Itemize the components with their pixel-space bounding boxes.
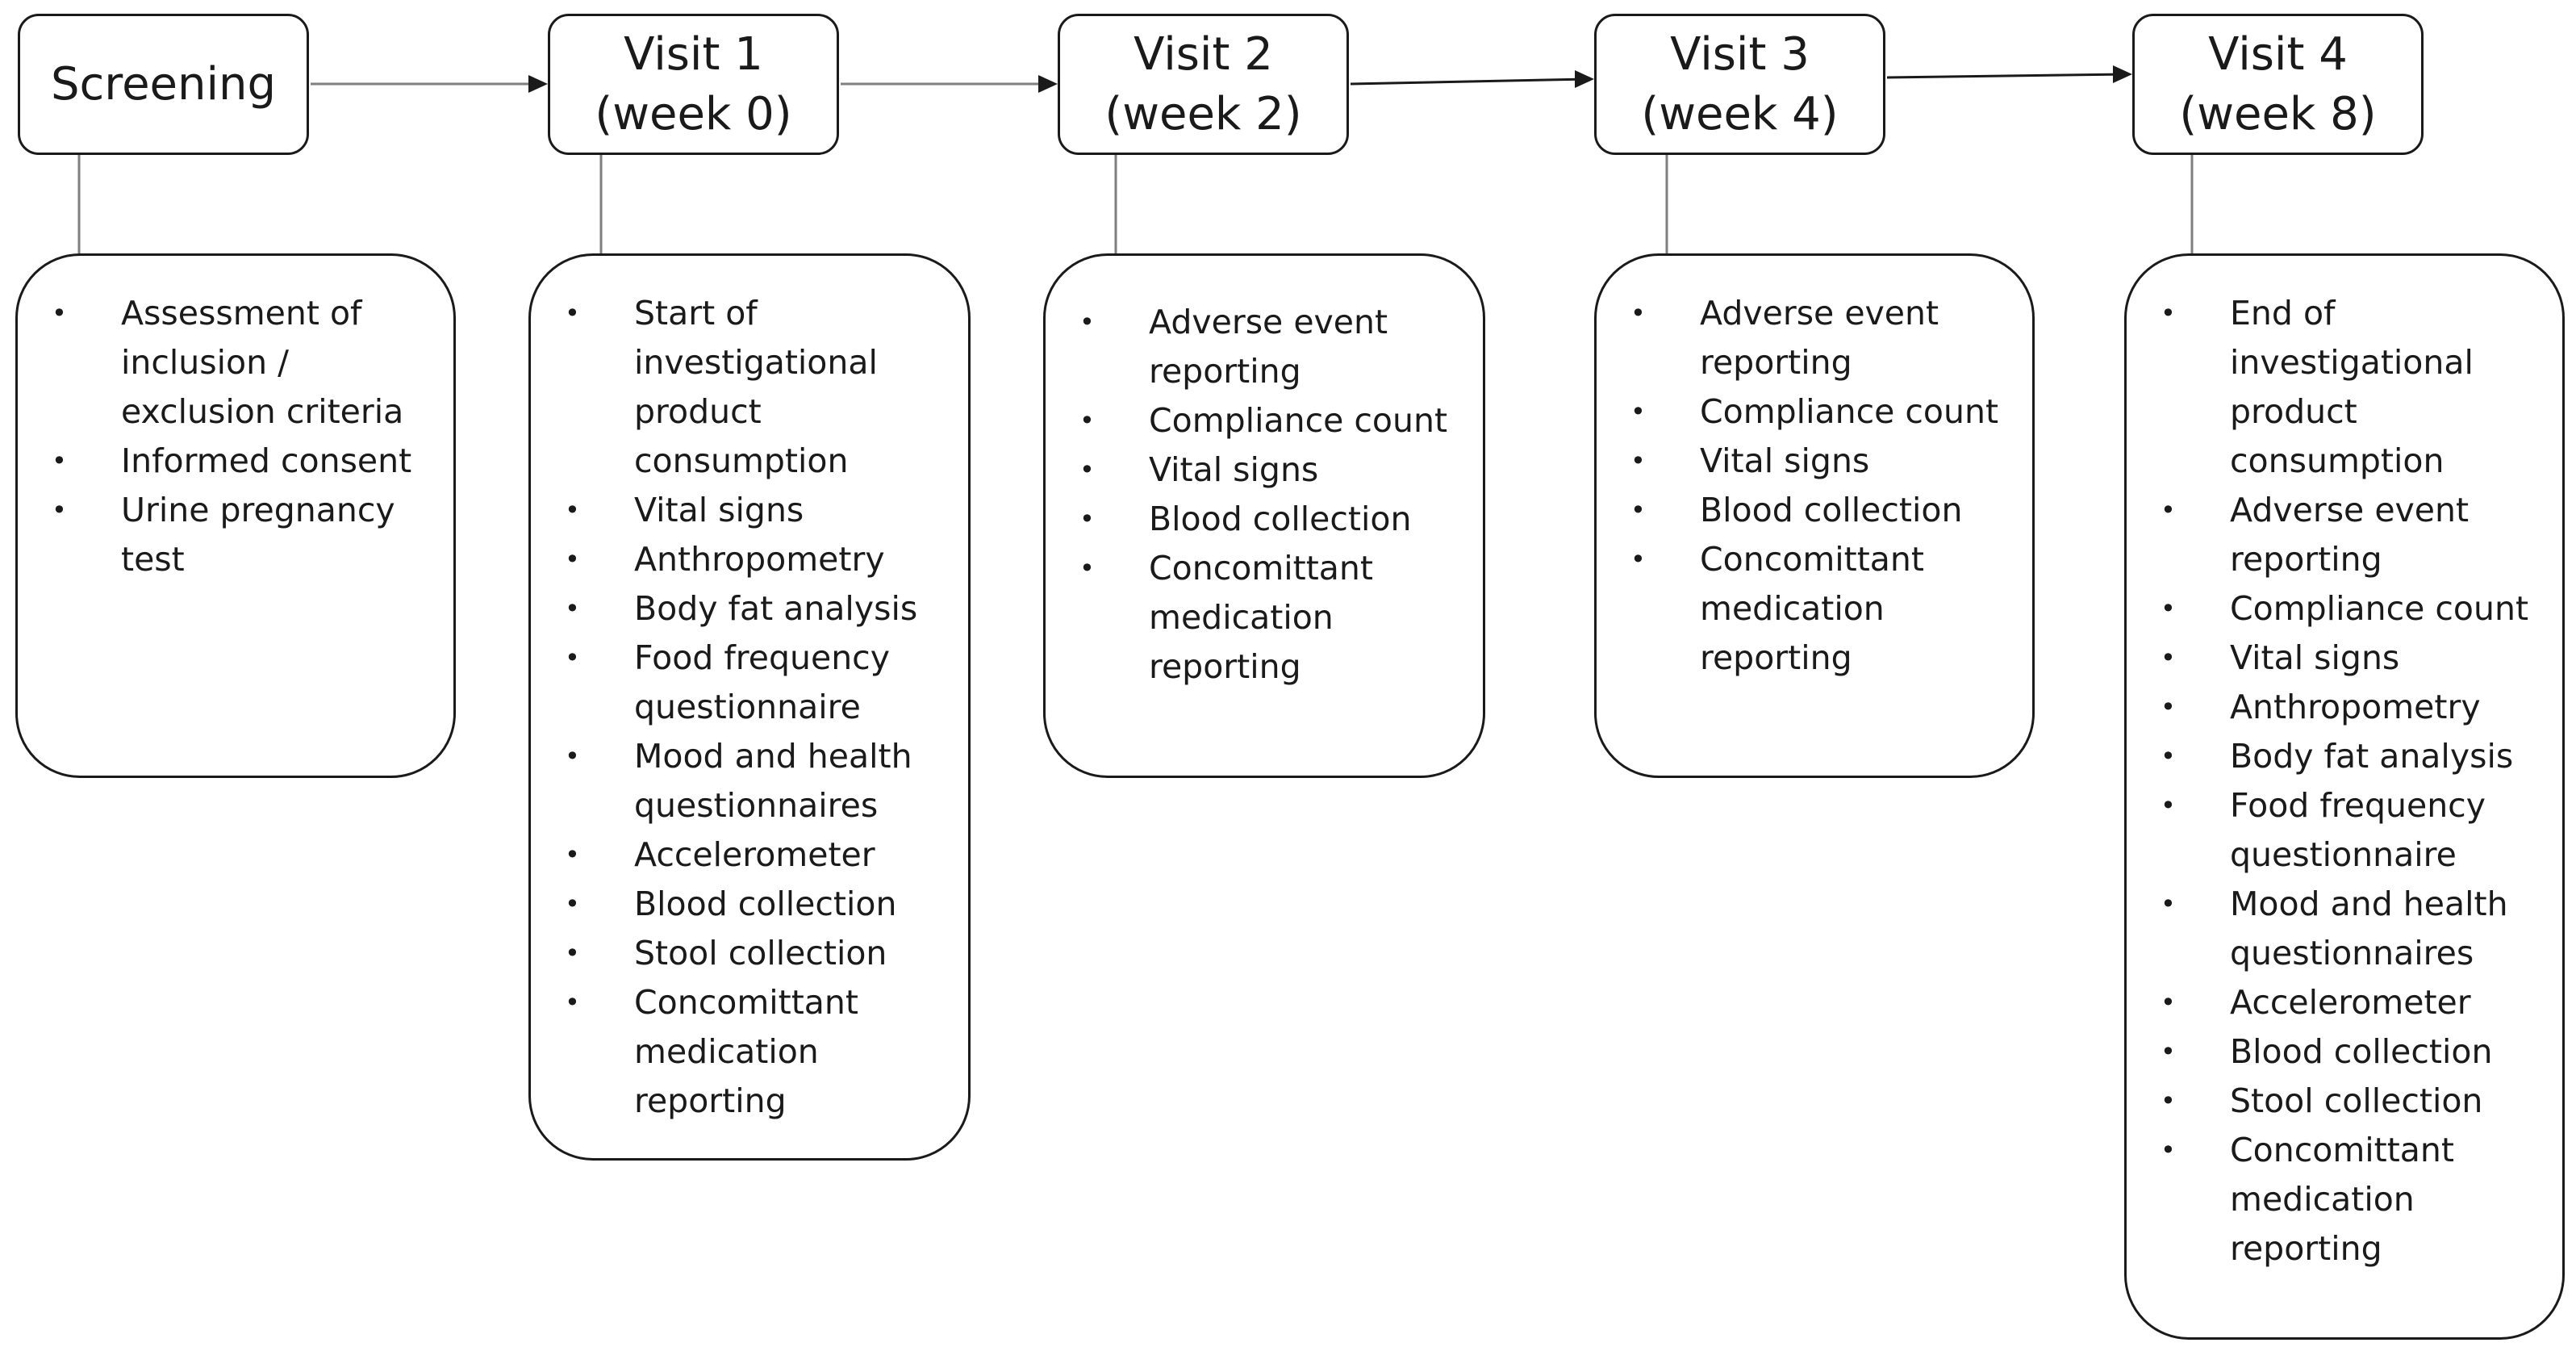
- procedure-item: Concomittant medication reporting: [1046, 544, 1483, 692]
- visit-3-procedures-box: Adverse event reporting Compliance count…: [1594, 253, 2035, 778]
- procedure-item: Concomittant medication reporting: [531, 978, 968, 1126]
- procedure-item: Concomittant medication reporting: [2127, 1126, 2562, 1274]
- procedure-item: Concomittant medication reporting: [1597, 535, 2032, 683]
- procedure-item: Start of investigational product consump…: [531, 289, 968, 486]
- arrow-visit-2-to-visit-3: [1350, 77, 1589, 86]
- visit-4-week: (week 8): [2179, 87, 2377, 140]
- procedure-item: Body fat analysis: [2127, 732, 2562, 781]
- procedure-item: Stool collection: [531, 929, 968, 978]
- procedure-item: Blood collection: [1046, 495, 1483, 544]
- visit-1-procedures-list: Start of investigational product consump…: [531, 289, 968, 1126]
- procedure-item: Compliance count: [2127, 584, 2562, 634]
- visit-1-procedures-box: Start of investigational product consump…: [528, 253, 971, 1161]
- visit-1-box: Visit 1 (week 0): [548, 14, 839, 155]
- screening-box: Screening: [18, 14, 309, 155]
- procedure-item: Blood collection: [531, 880, 968, 929]
- procedure-item: Vital signs: [531, 486, 968, 535]
- procedure-item: Accelerometer: [2127, 978, 2562, 1027]
- arrow-head-visit-3: [1575, 70, 1594, 88]
- visit-2-week: (week 2): [1104, 87, 1302, 140]
- procedure-item: Food frequency questionnaire: [2127, 781, 2562, 880]
- screening-procedures-list: Assessment of inclusion / exclusion crit…: [18, 289, 453, 584]
- procedure-item: Adverse event reporting: [1046, 298, 1483, 396]
- procedure-item: Mood and health questionnaires: [531, 732, 968, 830]
- procedure-item: Blood collection: [1597, 486, 2032, 535]
- arrow-visit-3-to-visit-4: [1886, 73, 2127, 79]
- procedure-item: Adverse event reporting: [2127, 486, 2562, 584]
- visit-2-procedures-box: Adverse event reporting Compliance count…: [1043, 253, 1485, 778]
- procedure-item: Stool collection: [2127, 1077, 2562, 1126]
- procedure-item: Vital signs: [2127, 634, 2562, 683]
- procedure-item: Food frequency questionnaire: [531, 634, 968, 732]
- procedure-item: End of investigational product consumpti…: [2127, 289, 2562, 486]
- procedure-item: Mood and health questionnaires: [2127, 880, 2562, 978]
- visit-3-week: (week 4): [1641, 87, 1839, 140]
- visit-4-box: Visit 4 (week 8): [2132, 14, 2424, 155]
- procedure-item: Accelerometer: [531, 830, 968, 880]
- arrow-head-visit-4: [2113, 65, 2132, 83]
- procedure-item: Blood collection: [2127, 1027, 2562, 1077]
- visit-4-procedures-list: End of investigational product consumpti…: [2127, 289, 2562, 1274]
- screening-title: Screening: [50, 57, 277, 111]
- procedure-item: Assessment of inclusion / exclusion crit…: [18, 289, 453, 437]
- procedure-item: Compliance count: [1046, 396, 1483, 445]
- visit-2-procedures-list: Adverse event reporting Compliance count…: [1046, 298, 1483, 692]
- procedure-item: Body fat analysis: [531, 584, 968, 634]
- procedure-item: Urine pregnancy test: [18, 486, 453, 584]
- visit-2-title: Visit 2: [1134, 27, 1273, 81]
- visit-3-procedures-list: Adverse event reporting Compliance count…: [1597, 289, 2032, 683]
- visit-3-title: Visit 3: [1670, 27, 1810, 81]
- procedure-item: Anthropometry: [2127, 683, 2562, 732]
- visit-1-title: Visit 1: [624, 27, 763, 81]
- procedure-item: Adverse event reporting: [1597, 289, 2032, 387]
- procedure-item: Anthropometry: [531, 535, 968, 584]
- screening-procedures-box: Assessment of inclusion / exclusion crit…: [15, 253, 456, 778]
- visit-4-title: Visit 4: [2208, 27, 2348, 81]
- visit-4-procedures-box: End of investigational product consumpti…: [2124, 253, 2565, 1340]
- procedure-item: Vital signs: [1597, 437, 2032, 486]
- procedure-item: Informed consent: [18, 437, 453, 486]
- arrow-head-visit-1: [528, 75, 548, 93]
- arrow-head-visit-2: [1038, 75, 1058, 93]
- procedure-item: Vital signs: [1046, 445, 1483, 495]
- visit-2-box: Visit 2 (week 2): [1058, 14, 1349, 155]
- visit-3-box: Visit 3 (week 4): [1594, 14, 1885, 155]
- visit-1-week: (week 0): [595, 87, 792, 140]
- procedure-item: Compliance count: [1597, 387, 2032, 437]
